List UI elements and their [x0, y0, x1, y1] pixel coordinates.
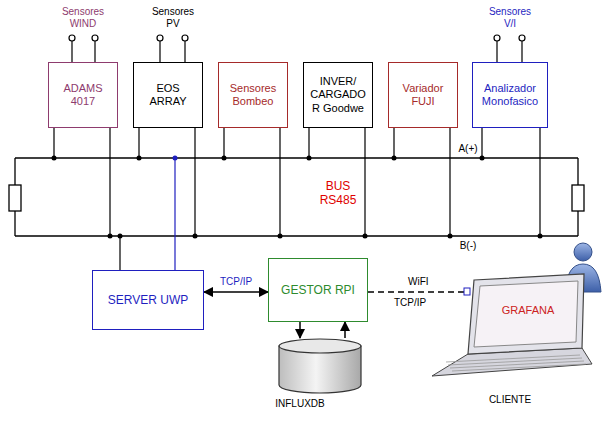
device-box: EOS ARRAY [133, 62, 203, 128]
client-label: CLIENTE [448, 394, 572, 406]
manager-box: GESTOR RPI [268, 258, 368, 322]
terminal-symbol [69, 35, 75, 41]
junction-dot [118, 234, 123, 239]
terminal-symbol [182, 35, 188, 41]
device-box: INVER/ CARGADOR Goodwe [303, 62, 373, 128]
bus-line-a [15, 157, 578, 158]
cylinder-outline [278, 338, 362, 394]
laptop-drawing [468, 272, 592, 390]
device-box: ADAMS 4017 [48, 62, 118, 128]
bus-lines [9, 158, 584, 236]
junction-dot [480, 156, 485, 161]
device-box: Sensores Bombeo [218, 62, 288, 128]
bus-label: BUS RS485 [314, 179, 362, 208]
terminal-symbol [519, 35, 525, 41]
arrow-connector [344, 322, 346, 338]
box-label: Analizador Monofasico [477, 82, 543, 108]
sensor-label: Sensores WIND [55, 6, 111, 30]
junction-dot [392, 156, 397, 161]
junction-dot [137, 156, 142, 161]
box-label: INVER/ CARGADOR Goodwe [308, 75, 368, 115]
laptop-bezel [468, 274, 584, 354]
screen-text: GRAFANA [482, 304, 574, 317]
junction-dot [538, 234, 543, 239]
box-label: ADAMS 4017 [53, 82, 113, 108]
junction-dot [52, 156, 57, 161]
box-label: SERVER UWP [108, 293, 188, 307]
junction-dot [307, 156, 312, 161]
signal-label: TCP/IP [388, 297, 432, 309]
wifi-link [368, 291, 468, 293]
keyboard-row [450, 361, 584, 368]
database-label: INFLUXDB [258, 398, 342, 410]
resistor-symbol [572, 185, 584, 211]
sensor-label: Sensores PV [145, 6, 201, 30]
terminal-symbol [494, 35, 500, 41]
wifi-port [464, 288, 470, 295]
junction-dots [52, 156, 543, 239]
box-label: Variador FUJI [393, 82, 453, 108]
junction-dot [448, 234, 453, 239]
arrow-connector [204, 291, 268, 293]
junction-dot [173, 156, 178, 161]
client-laptop: GRAFANACLIENTE [468, 272, 592, 390]
sensor-label: Sensores V/I [482, 6, 538, 30]
box-label: EOS ARRAY [138, 82, 198, 108]
device-box: Variador FUJI [388, 62, 458, 128]
junction-dot [363, 234, 368, 239]
box-label: GESTOR RPI [281, 283, 355, 297]
bus-line-b [15, 235, 578, 236]
cylinder-top [279, 339, 361, 353]
terminal-symbol [157, 35, 163, 41]
database-cylinder: INFLUXDB [278, 338, 362, 394]
keyboard-row [448, 358, 582, 365]
terminal-symbol [92, 35, 98, 41]
signal-label: A(+) [456, 143, 480, 155]
user-head [574, 243, 592, 261]
resistor-symbol [9, 185, 21, 211]
signal-label: B(-) [456, 240, 480, 252]
junction-dot [222, 156, 227, 161]
keyboard-row [446, 355, 580, 362]
server-box: SERVER UWP [92, 270, 204, 330]
arrow-connector [299, 322, 301, 338]
junction-dot [278, 234, 283, 239]
edge-label: TCP/IP [220, 276, 252, 288]
device-box: Analizador Monofasico [472, 62, 548, 128]
laptop-screen [474, 281, 578, 347]
keyboard-row [452, 364, 586, 371]
box-label: Sensores Bombeo [223, 82, 283, 108]
junction-dot [193, 234, 198, 239]
edge-label: WiFI [408, 276, 429, 288]
junction-dot [108, 234, 113, 239]
